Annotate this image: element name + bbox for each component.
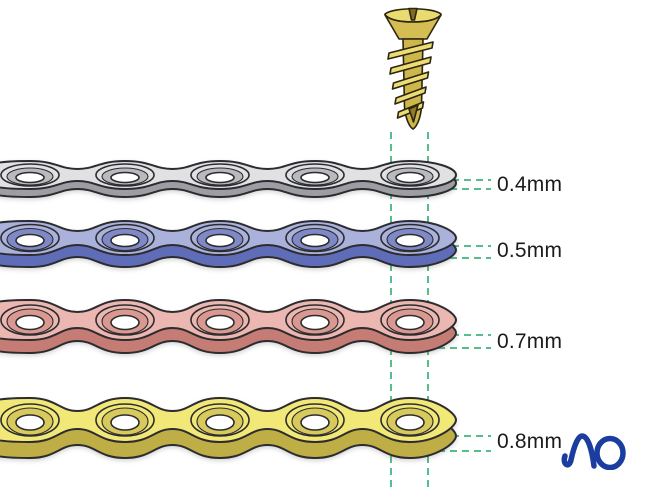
screw-hole [395,233,425,248]
plate-0-8mm [0,396,458,460]
screw-slot [408,7,418,21]
screw-thread [394,86,427,105]
screw-hole [300,314,330,331]
thickness-label-0-7mm: 0.7mm [497,330,563,353]
screw-thread [389,56,432,75]
ao-logo: AO [561,428,627,475]
screw-hole [395,171,425,184]
thickness-label-0-4mm: 0.4mm [497,173,563,196]
screw-thread [391,71,430,90]
screw-hole [395,314,425,331]
plate-0-5mm [0,219,458,269]
screw-hole [15,233,45,248]
screw-hole [205,171,235,184]
thickness-label-0-8mm: 0.8mm [497,430,563,453]
plate-0-7mm [0,298,458,355]
screw-hole [205,233,235,248]
screw-head-cone [384,14,442,40]
screw-hole [110,233,140,248]
plate-0-4mm [0,159,458,199]
screw-hole [110,171,140,184]
screw-hole [110,314,140,331]
screw-hole [15,171,45,184]
screw-hole [300,171,330,184]
screw-hole [205,314,235,331]
screw-hole [300,414,330,431]
screw-hole [300,233,330,248]
screw-hole [110,414,140,431]
cortex-screw-icon [384,7,442,130]
screw-hole [15,414,45,431]
ao-logo-a [561,433,597,469]
thickness-label-0-5mm: 0.5mm [497,239,563,262]
ao-logo-o [594,435,626,471]
screw-hole [15,314,45,331]
screw-thread [387,41,434,60]
screw-tip-flute [408,104,419,123]
screw-hole [205,414,235,431]
screw-hole [395,414,425,431]
